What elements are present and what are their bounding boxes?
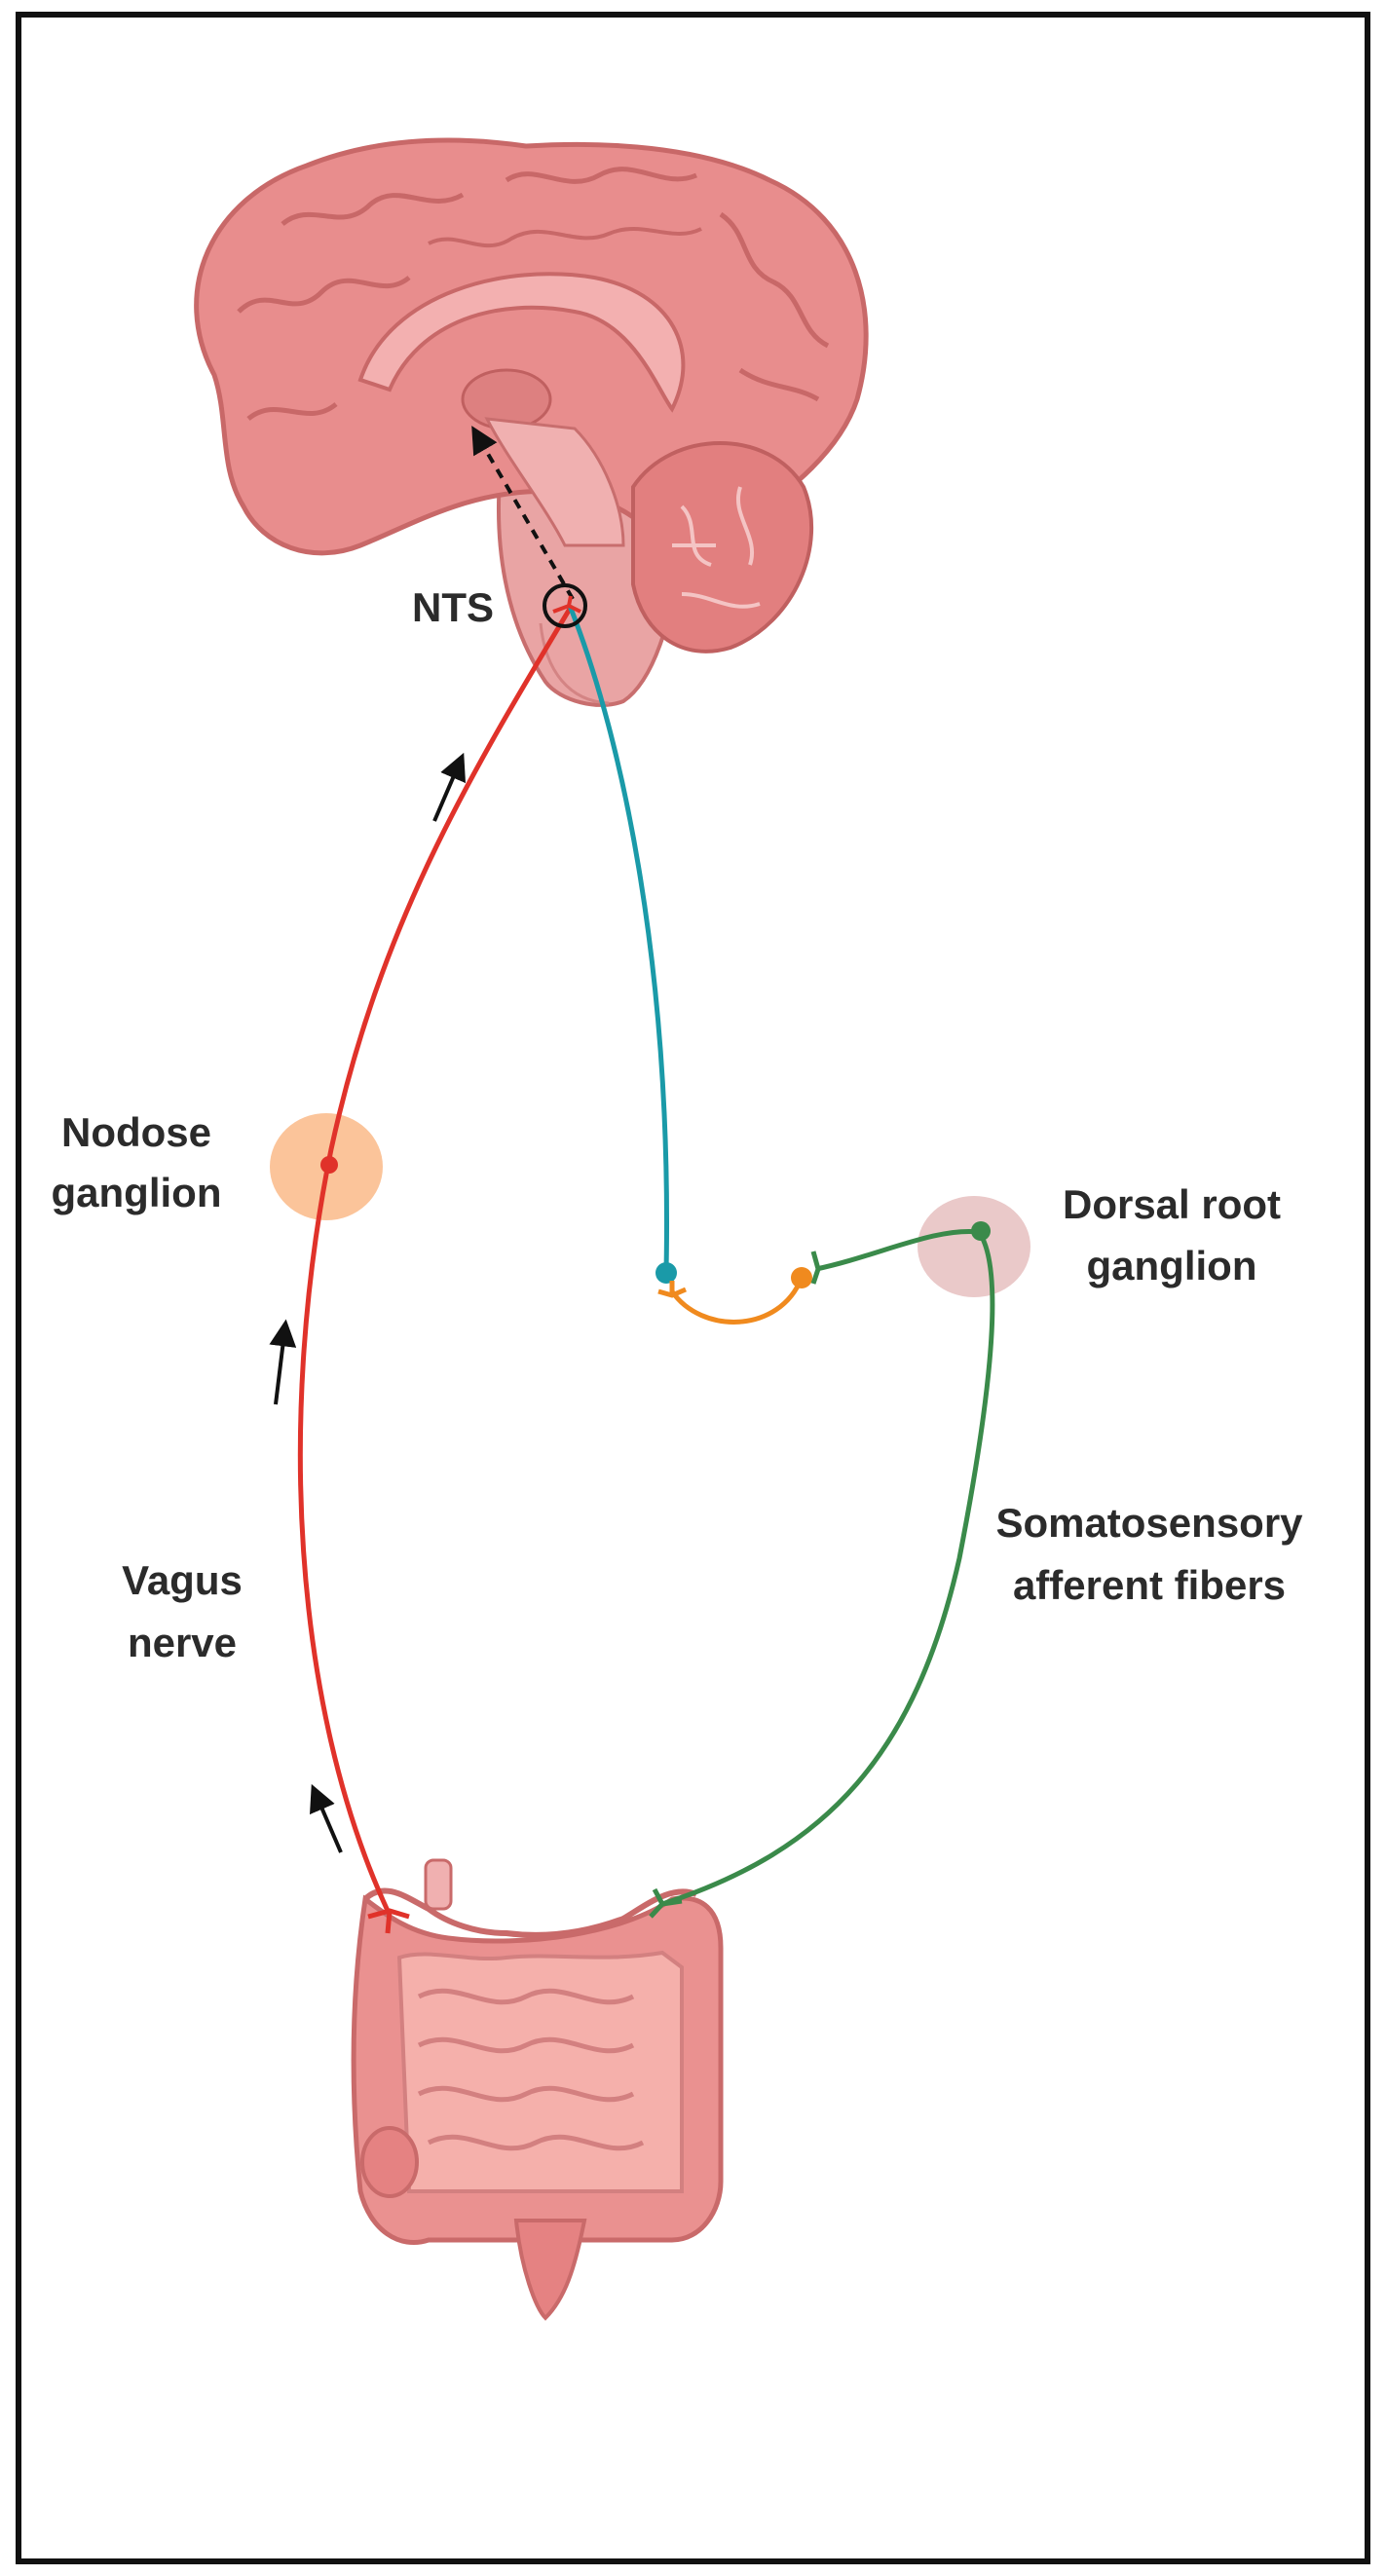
brain-illustration xyxy=(194,137,869,707)
interneuron-soma xyxy=(791,1267,812,1288)
vagus-gut-terminal xyxy=(367,1908,410,1934)
nodose-cell-body xyxy=(320,1156,338,1174)
vagus-direction-arrow-middle xyxy=(269,1319,297,1405)
interneuron-fiber xyxy=(669,1277,805,1325)
gut-illustration xyxy=(351,1858,724,2321)
vagus-direction-arrow-lower xyxy=(310,1783,343,1853)
somatosensory-label-line2: afferent fibers xyxy=(1013,1562,1286,1608)
vagus-nerve-label-line2: nerve xyxy=(128,1620,237,1665)
dorsal-root-ganglion-body xyxy=(918,1196,1030,1297)
vagus-direction-arrow-upper xyxy=(432,752,466,822)
somatosensory-label-line1: Somatosensory xyxy=(995,1500,1303,1546)
nts-synapse-circle xyxy=(543,583,587,628)
dorsal-root-ganglion-label-line2: ganglion xyxy=(1087,1243,1257,1288)
nts-ascending-arrow xyxy=(471,426,575,601)
somatosensory-gut-terminal xyxy=(649,1887,683,1919)
vagus-nerve-fiber xyxy=(297,607,573,1913)
dorsal-root-cell-body xyxy=(971,1221,991,1241)
nts-projection-soma xyxy=(656,1262,677,1284)
vagus-nerve-label-line1: Vagus xyxy=(122,1557,243,1603)
interneuron-terminal xyxy=(657,1281,687,1298)
nts-synapse-terminal xyxy=(552,595,581,614)
nts-projection-fiber xyxy=(567,605,669,1272)
nts-label: NTS xyxy=(412,584,494,630)
dorsal-root-ganglion-label-line1: Dorsal root xyxy=(1063,1181,1281,1227)
nodose-ganglion-label-line2: ganglion xyxy=(52,1170,222,1215)
somatosensory-spinal-terminal xyxy=(810,1251,821,1285)
nodose-ganglion-label-line1: Nodose xyxy=(61,1109,211,1155)
somatosensory-fiber xyxy=(661,1228,995,1907)
